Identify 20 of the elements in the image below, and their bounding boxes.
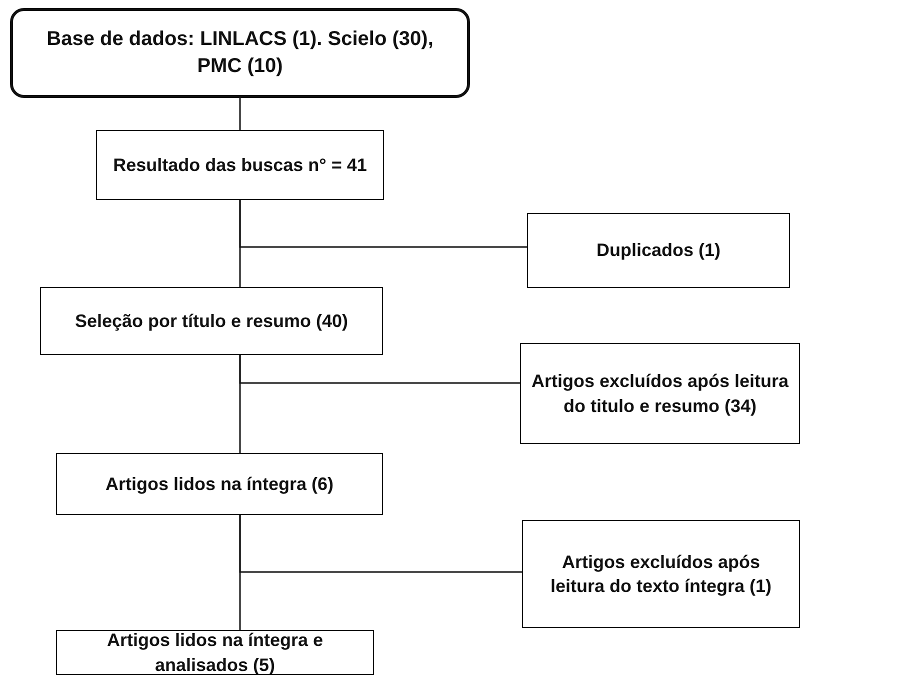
process-box: [522, 520, 800, 628]
box-text: Artigos excluídos após leitura do texto íntegra (1): [549, 550, 773, 598]
box-text: Seleção por título e resumo (40): [74, 310, 348, 333]
process-box: [96, 130, 384, 200]
process-box: [520, 343, 800, 444]
box-text: Artigos lidos na íntegra (6): [105, 472, 334, 496]
connector-line: [239, 515, 522, 573]
connector-line: [239, 98, 241, 130]
process-box: [56, 453, 383, 515]
box-text: Resultado das buscas n° = 41: [113, 154, 367, 177]
connector-line: [239, 200, 527, 248]
process-box: [527, 213, 790, 288]
connector-line: [239, 355, 520, 384]
process-box: [56, 630, 374, 675]
box-text: Artigos excluídos após leitura do titulo e resumo (34): [531, 370, 789, 418]
box-text: Duplicados (1): [596, 239, 720, 262]
box-text: Artigos lidos na íntegra e analisados (5): [106, 629, 324, 676]
process-box: [40, 287, 383, 355]
source-box: [10, 8, 470, 98]
box-text: Base de dados: LINLACS (1). Scielo (30), PMC (10): [46, 27, 434, 79]
